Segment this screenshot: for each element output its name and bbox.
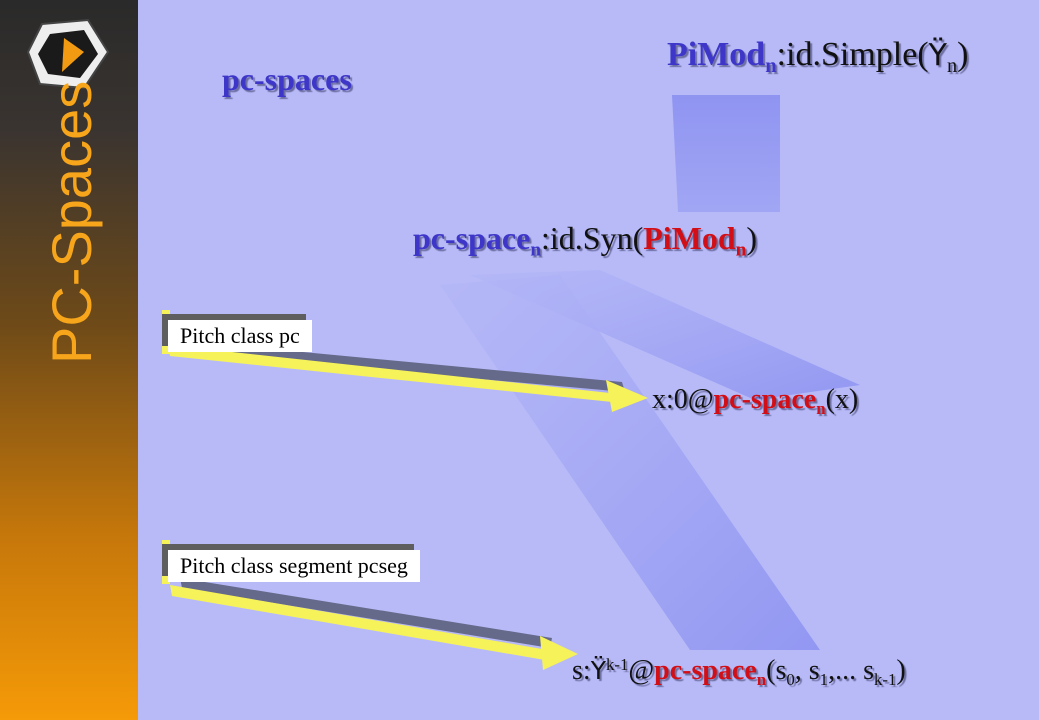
expr2-sk: k-1 (873, 670, 897, 690)
expr1-sub: n (816, 398, 826, 418)
logo-icon (26, 18, 110, 90)
top-expression: PiModn:id.Simple(Ÿn) (667, 38, 968, 77)
mid-expr-arg-sub: n (735, 239, 747, 261)
top-expr-sub: n (765, 55, 777, 78)
expr2-s0: 0 (786, 670, 795, 690)
expr2-dots: ,... s (828, 655, 874, 687)
pitch-class-box: Pitch class pc (162, 314, 312, 352)
pitch-class-segment-box: Pitch class segment pcseg (162, 544, 420, 582)
top-expr-sym-sub: n (946, 55, 958, 78)
expr2-sup: k-1 (605, 655, 629, 674)
box1-edge (162, 310, 170, 354)
expr2-symbol: Ÿ (590, 656, 606, 686)
band-top (672, 95, 780, 212)
top-expr-close: ) (957, 36, 969, 73)
mid-expr-sub: n (530, 239, 541, 261)
expr2-pre: s: (572, 655, 591, 687)
arrow-2 (170, 585, 548, 660)
expr1-post: (x) (825, 384, 859, 415)
mid-expression: pc-spacen:id.Syn(PiModn) (413, 222, 757, 260)
mid-expr-rest: :id.Syn( (540, 220, 644, 256)
arrow-2-head (540, 636, 578, 670)
expr2-comma1: , s (794, 655, 820, 687)
mid-expr-arg: PiMod (643, 220, 736, 256)
mid-expr-close: ) (746, 220, 757, 256)
expr2-s1: 1 (819, 670, 829, 690)
expr2-name: pc-space (654, 655, 757, 687)
expression-2: s:Ÿk-1@pc-spacen(s0, s1,... sk-1) (572, 655, 906, 690)
box2-edge (162, 540, 170, 584)
band-long (440, 275, 820, 650)
top-expr-symbol: Ÿ (928, 38, 947, 73)
arrow-1 (168, 345, 612, 402)
expr1-pre: x:0@ (652, 384, 714, 415)
arrow-1-head (606, 380, 648, 412)
top-expr-name: PiMod (667, 36, 766, 73)
arrow-1-shadow (175, 340, 625, 392)
expr2-at: @ (628, 655, 655, 687)
expr2-close: ) (896, 655, 906, 687)
sidebar: PC-Spaces (0, 0, 138, 720)
expr1-name: pc-space (713, 384, 817, 415)
top-expr-rest: :id.Simple( (776, 36, 929, 73)
expr2-sub: n (756, 670, 767, 690)
arrow-2-shadow (180, 578, 552, 648)
mid-expr-name: pc-space (413, 220, 531, 256)
heading: pc-spaces (222, 61, 352, 97)
expr2-open: (s (766, 655, 787, 687)
expression-1: x:0@pc-spacen(x) (652, 386, 858, 418)
